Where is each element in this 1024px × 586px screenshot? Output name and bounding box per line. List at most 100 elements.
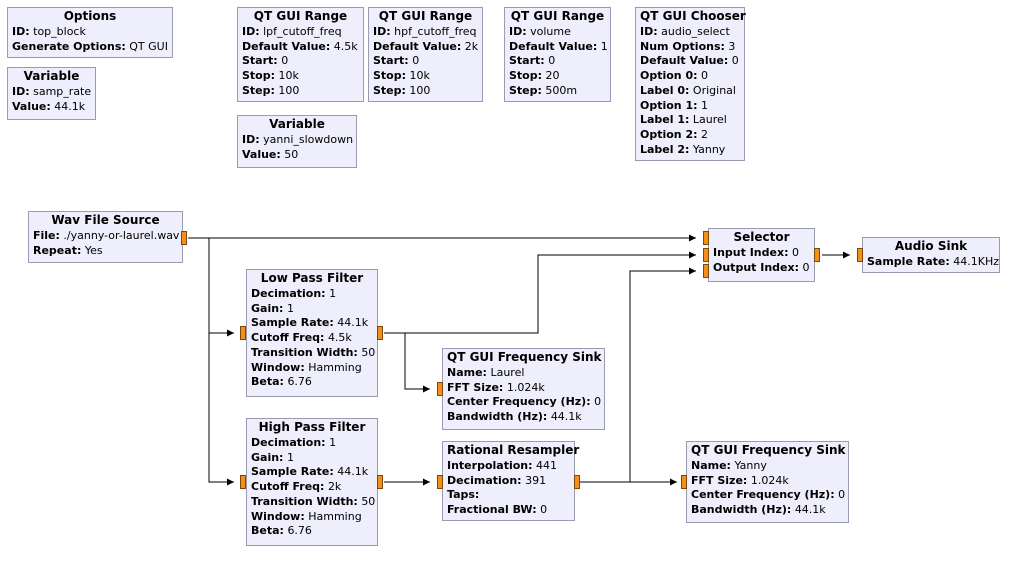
param-value: 50	[284, 147, 299, 161]
block-param: Start: 0	[509, 54, 606, 69]
param-value: audio_select	[661, 25, 730, 38]
block-param: Option 1: 1	[640, 99, 740, 114]
freq-sink-laurel-in-port[interactable]	[437, 382, 443, 396]
block-param: Default Value: 1	[509, 40, 608, 55]
block-title: QT GUI Frequency Sink	[447, 350, 602, 364]
block-param: Start: 0	[242, 54, 359, 69]
param-key: File:	[33, 229, 60, 242]
block-param: Label 2: Yanny	[640, 143, 740, 158]
param-value: 3	[728, 39, 736, 53]
param-key: Start:	[373, 54, 409, 68]
param-value: Hamming	[308, 509, 362, 523]
block-param: Sample Rate: 44.1KHz	[867, 255, 999, 270]
lpf-in-port[interactable]	[240, 326, 246, 340]
selector-in1-port[interactable]	[703, 248, 709, 262]
block-param: Cutoff Freq: 2k	[251, 480, 373, 495]
param-key: ID:	[12, 25, 30, 38]
block-param: Start: 0	[373, 54, 478, 69]
freq-sink-yanny-in-port[interactable]	[681, 475, 687, 489]
param-value: 44.1k	[337, 465, 369, 479]
block-param: Num Options: 3	[640, 40, 740, 55]
wav-source-out-port[interactable]	[181, 231, 187, 245]
block-param: Step: 500m	[509, 84, 606, 99]
selector-in0-port[interactable]	[703, 231, 709, 245]
block-param: FFT Size: 1.024k	[691, 474, 844, 489]
param-value: 10k	[409, 69, 430, 83]
block-title: Variable	[269, 117, 325, 131]
param-key: Sample Rate:	[867, 255, 950, 268]
resampler-in-port[interactable]	[437, 475, 443, 489]
param-key: Generate Options:	[12, 39, 126, 53]
param-key: ID:	[640, 25, 658, 38]
wire-resampler-to-selector[interactable]	[629, 267, 696, 482]
block-param: ID: samp_rate	[12, 85, 91, 100]
param-value: 44.1KHz	[953, 255, 1000, 268]
block-param: Output Index: 0	[713, 261, 810, 276]
block-param: Name: Laurel	[447, 366, 600, 381]
block-param: Taps:	[447, 488, 570, 503]
block-title: Audio Sink	[894, 239, 968, 253]
block-param: Generate Options: QT GUI	[12, 40, 168, 55]
wire-wav-to-lpf[interactable]	[188, 237, 234, 337]
param-key: Decimation:	[447, 473, 522, 487]
param-value: ./yanny-or-laurel.wav	[63, 229, 180, 242]
param-key: Window:	[251, 360, 305, 374]
selector-in2-port[interactable]	[703, 264, 709, 278]
wire-lpf-to-freqsink[interactable]	[384, 332, 430, 393]
block-param: FFT Size: 1.024k	[447, 381, 600, 396]
block-title: Wav File Source	[51, 213, 160, 227]
wire-lpf-to-selector[interactable]	[384, 251, 696, 334]
block-param: Beta: 6.76	[251, 524, 373, 539]
block-param: Bandwidth (Hz): 44.1k	[691, 503, 844, 518]
block-param: Option 0: 0	[640, 69, 740, 84]
param-key: Bandwidth (Hz):	[691, 503, 792, 517]
param-value: Yes	[84, 243, 103, 257]
hpf-out-port[interactable]	[377, 475, 383, 489]
block-param: Transition Width: 50	[251, 346, 375, 361]
wire-wav-to-hpf[interactable]	[208, 333, 234, 486]
block-param: File: ./yanny-or-laurel.wav	[33, 229, 180, 244]
selector-out-port[interactable]	[814, 248, 820, 262]
block-title: QT GUI Range	[253, 9, 348, 23]
param-key: Fractional BW:	[447, 503, 537, 517]
param-key: ID:	[373, 25, 391, 38]
param-value: Laurel	[692, 113, 727, 127]
param-key: ID:	[509, 25, 527, 38]
param-key: Start:	[242, 54, 278, 68]
hpf-in-port[interactable]	[240, 475, 246, 489]
param-value: 1.024k	[750, 473, 789, 487]
param-value: 1	[286, 301, 294, 315]
param-key: Label 1:	[640, 113, 690, 127]
param-value: 4.5k	[327, 331, 352, 345]
audio-sink-in-port[interactable]	[857, 248, 863, 262]
param-value: 0	[838, 488, 846, 502]
param-value: Yanny	[734, 459, 767, 472]
resampler-out-port[interactable]	[574, 475, 580, 489]
param-key: Step:	[242, 83, 275, 97]
block-param: Window: Hamming	[251, 510, 373, 525]
param-key: Stop:	[509, 69, 543, 83]
param-value: 0	[540, 503, 548, 517]
lpf-out-port[interactable]	[377, 326, 383, 340]
param-key: Cutoff Freq:	[251, 480, 325, 494]
param-value: 6.76	[287, 524, 312, 538]
param-key: Name:	[447, 366, 487, 379]
param-key: Cutoff Freq:	[251, 331, 325, 345]
param-key: Label 0:	[640, 83, 690, 97]
block-title: QT GUI Chooser	[640, 9, 746, 23]
